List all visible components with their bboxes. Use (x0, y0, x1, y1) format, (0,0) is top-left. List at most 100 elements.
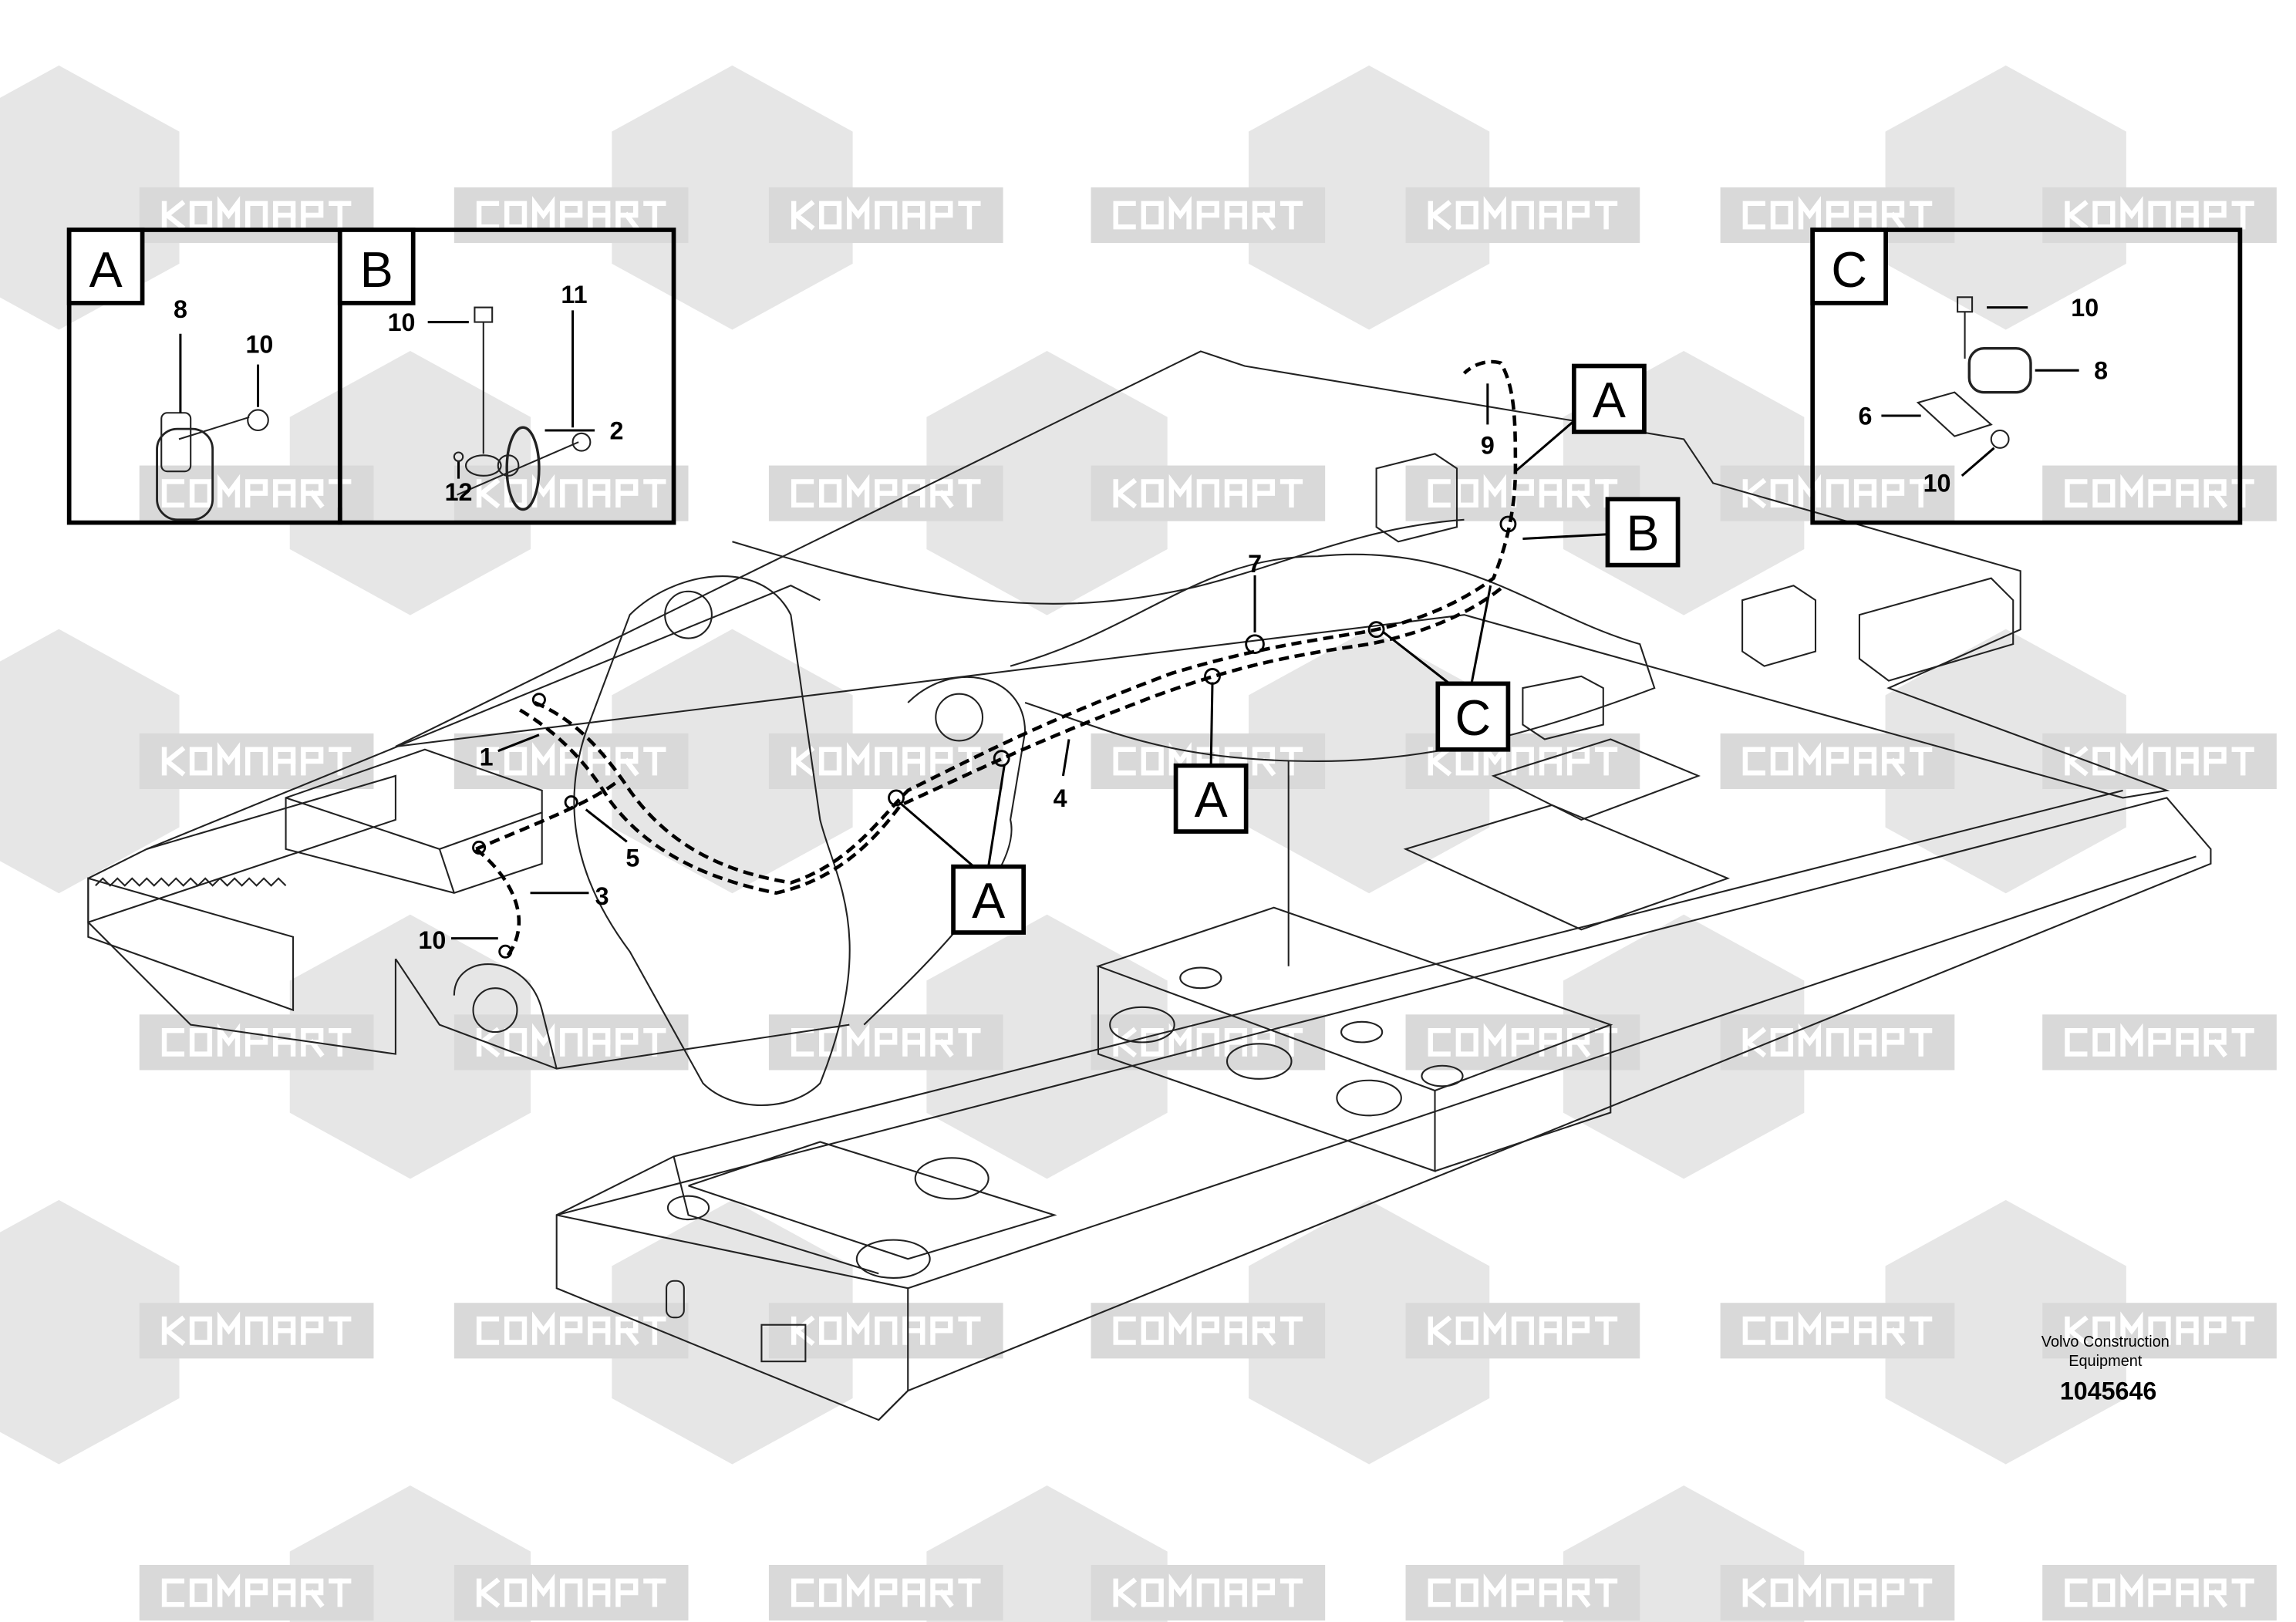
watermark-lettering (1428, 1311, 1618, 1347)
callout-1: 1 (480, 744, 494, 771)
watermark-lettering (476, 1023, 666, 1058)
watermark-hexagon (289, 914, 531, 1179)
drawing-number: 1045646 (2060, 1378, 2157, 1405)
watermark-lettering (2065, 1311, 2254, 1347)
watermark-lettering (1428, 196, 1618, 231)
watermark-band (1091, 465, 1326, 521)
company-name-line1: Volvo Construction (2041, 1334, 2170, 1351)
callout-10: 10 (418, 926, 446, 954)
watermark-band (1405, 187, 1640, 244)
callout-4: 4 (1054, 784, 1067, 812)
watermark-lettering (476, 742, 666, 777)
watermark-hexagon (1885, 65, 2126, 330)
view-label-c: C (1455, 690, 1492, 746)
inset-b-label: B (360, 242, 393, 298)
watermark-lettering (1742, 196, 1933, 231)
watermark-hexagon (612, 629, 853, 894)
watermark-lettering (161, 1023, 352, 1058)
callout-10: 10 (1923, 470, 1951, 497)
watermark-band (1720, 1014, 1955, 1071)
watermark-band (768, 187, 1003, 244)
watermark-lettering (1742, 742, 1933, 777)
watermark-lettering (791, 196, 981, 231)
inset-a-label: A (89, 242, 123, 298)
watermark-band (453, 1564, 689, 1621)
watermark-hexagon (1248, 1199, 1490, 1465)
watermark-band (2042, 1303, 2277, 1359)
watermark-hexagon (1248, 629, 1490, 894)
callout-3: 3 (595, 882, 609, 910)
watermark-lettering (476, 1311, 666, 1346)
watermark-band (139, 1303, 374, 1359)
view-label-b: B (1627, 506, 1660, 561)
watermark-hexagon (926, 914, 1168, 1179)
watermark-lettering (476, 196, 666, 231)
watermark-band (453, 1014, 689, 1071)
callout-10: 10 (388, 309, 416, 336)
watermark-lettering (791, 1023, 981, 1058)
watermark-lettering (791, 742, 981, 777)
watermark-lettering (2065, 1573, 2254, 1608)
inset-c-label: C (1831, 242, 1867, 298)
watermark-band (1091, 1564, 1326, 1621)
watermark-band (2042, 733, 2277, 790)
watermark-band (1405, 1303, 1640, 1359)
watermark-layer (139, 187, 2277, 1621)
watermark-band (768, 1303, 1003, 1359)
watermark-lettering (2065, 474, 2254, 509)
watermark-lettering (1113, 1311, 1303, 1346)
view-label-a: A (1195, 772, 1228, 828)
watermark-lettering (1113, 1023, 1303, 1058)
inset-c: C 10 8 6 10 (1810, 228, 2243, 525)
watermark-band (1091, 1014, 1326, 1071)
callout-10: 10 (245, 330, 273, 358)
watermark-lettering (791, 1573, 981, 1608)
watermark-lettering (161, 1311, 352, 1347)
watermark-lettering (1742, 1311, 1933, 1346)
watermark-lettering (1113, 196, 1303, 231)
view-label-a: A (1593, 373, 1626, 428)
watermark-hexagon (926, 351, 1168, 615)
watermark-lettering (1742, 1023, 1933, 1058)
title-block: Volvo Construction Equipment 1045646 (2041, 1334, 2170, 1404)
callout-5: 5 (625, 845, 639, 872)
watermark-hex-layer (0, 65, 2126, 1622)
watermark-hexagon (612, 1199, 853, 1465)
watermark-band (1720, 465, 1955, 521)
watermark-band (139, 733, 374, 790)
wiring-harness (472, 359, 1518, 960)
callout-8: 8 (174, 295, 187, 323)
watermark-lettering (791, 1311, 981, 1347)
company-name-line2: Equipment (2068, 1353, 2143, 1370)
watermark-lettering (1428, 1573, 1618, 1608)
watermark-lettering (791, 474, 981, 509)
watermark-hexagon (1563, 914, 1805, 1179)
watermark-hexagon (1248, 65, 1490, 330)
callout-10: 10 (2071, 294, 2099, 322)
watermark-lettering (161, 1573, 352, 1608)
watermark-lettering (1113, 1573, 1303, 1608)
view-callouts: A B C A A (898, 363, 1681, 935)
watermark-band (2042, 187, 2277, 244)
callout-9: 9 (1481, 431, 1495, 459)
watermark-band (139, 187, 374, 244)
view-label-a: A (972, 873, 1005, 929)
watermark-hexagon (289, 351, 531, 615)
watermark-lettering (476, 1573, 666, 1608)
watermark-lettering (1428, 742, 1618, 777)
watermark-hexagon (1885, 629, 2126, 894)
callout-2: 2 (610, 416, 624, 444)
watermark-hexagon (0, 1199, 180, 1465)
watermark-lettering (161, 742, 352, 777)
watermark-lettering (2065, 196, 2254, 231)
excavator-frame-drawing (87, 350, 2212, 1421)
callout-11: 11 (561, 281, 587, 309)
inset-b: B 10 11 2 12 (337, 228, 676, 525)
watermark-lettering (2065, 742, 2254, 777)
callout-8: 8 (2094, 357, 2108, 385)
watermark-hexagon (0, 629, 180, 894)
watermark-lettering (2065, 1023, 2254, 1058)
watermark-lettering (1113, 474, 1303, 509)
watermark-lettering (1428, 1023, 1618, 1058)
